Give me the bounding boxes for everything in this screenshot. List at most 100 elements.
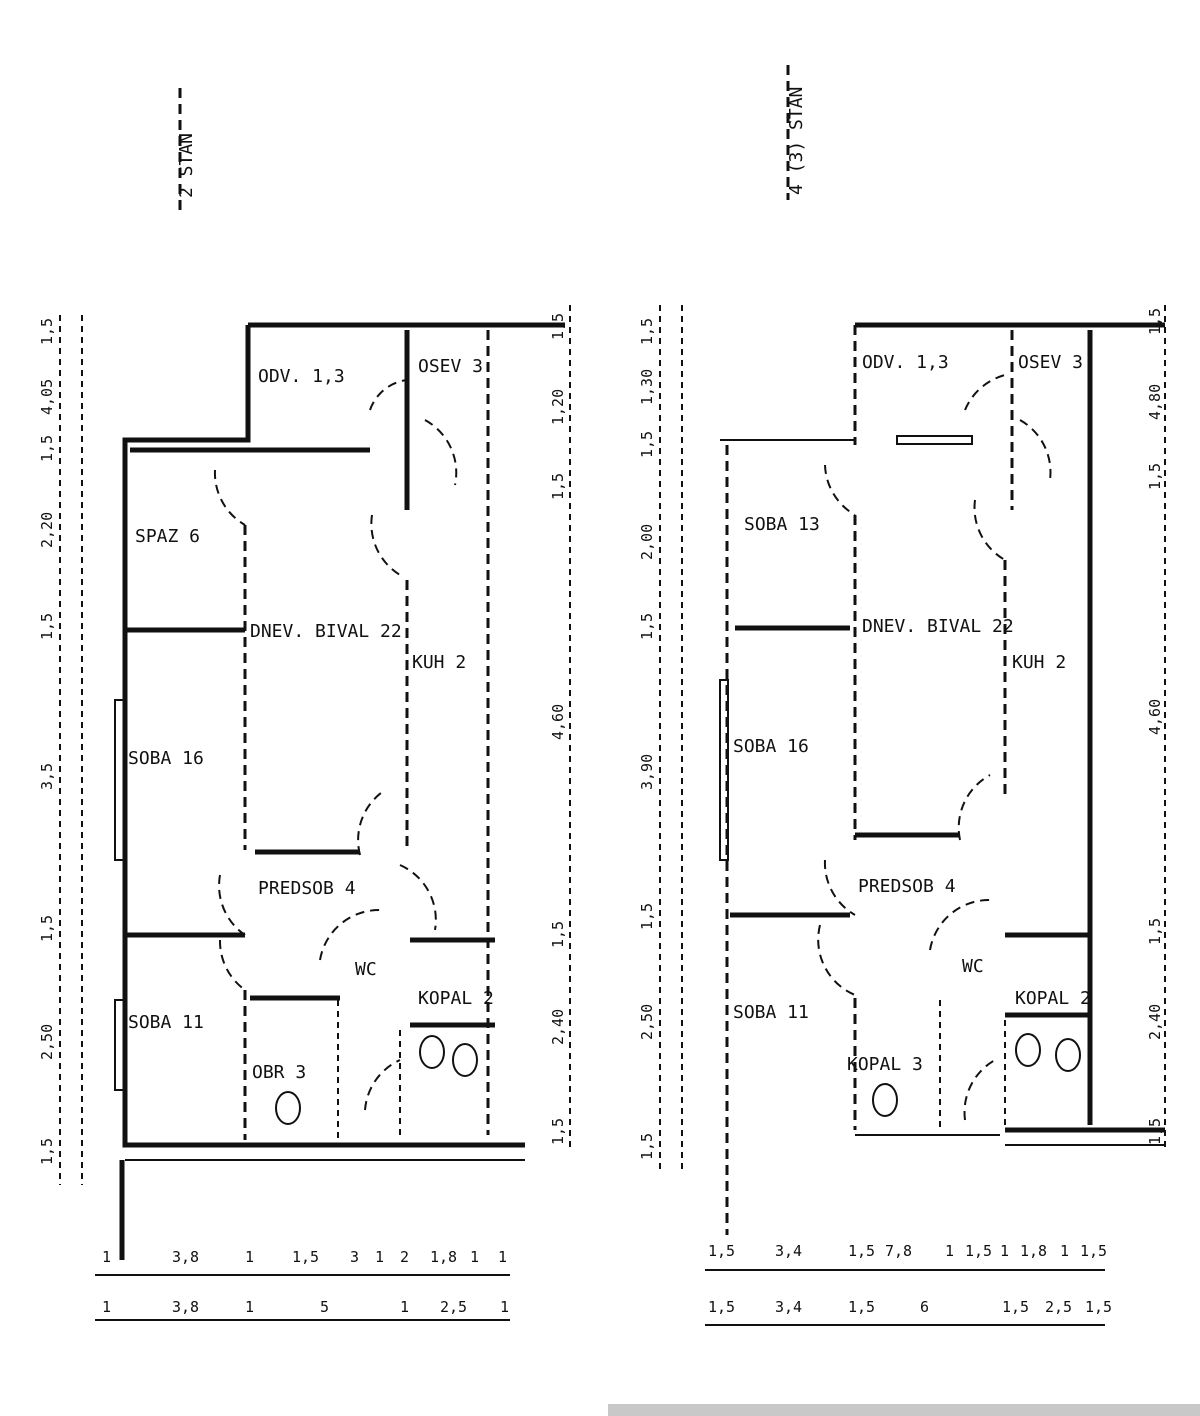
window — [114, 699, 126, 861]
dimension-label: 1,5 — [38, 915, 56, 942]
room-label: PREDSOB 4 — [858, 876, 956, 897]
dims-bottom-2-group: 1 3,8 1 5 1 2,5 1 — [102, 1298, 509, 1316]
dimension-label: 1,5 — [708, 1298, 735, 1316]
scan-edge-bar — [608, 1404, 1200, 1416]
door-swing — [817, 924, 856, 996]
window — [114, 999, 126, 1091]
dimension-label: 1,5 — [848, 1298, 875, 1316]
dimension-label: 3,4 — [775, 1298, 802, 1316]
dimension-label: 1,5 — [38, 318, 56, 345]
dimension-label: 1,8 — [430, 1248, 457, 1266]
dimension-label: 2,40 — [549, 1009, 567, 1045]
sink-icon — [452, 1043, 478, 1077]
north-label-left: 2 STAN — [176, 133, 197, 198]
dims-left-group: 1,5 1,30 1,5 2,00 1,5 3,90 1,5 2,50 1,5 — [638, 318, 656, 1160]
dimension-label: 1,5 — [1080, 1242, 1107, 1260]
door-swing — [973, 499, 1006, 561]
north-label-right: 4 (3) STAN — [786, 87, 807, 195]
dimension-label: 2,5 — [440, 1298, 467, 1316]
dimension-label: 1,5 — [1146, 918, 1164, 945]
dimension-label: 3 — [350, 1248, 359, 1266]
dimension-label: 1 — [102, 1248, 111, 1266]
room-label: PREDSOB 4 — [258, 878, 356, 899]
dimension-label: 1 — [500, 1298, 509, 1316]
dimension-label: 2 — [400, 1248, 409, 1266]
room-label: SOBA 13 — [744, 514, 820, 535]
toilet-icon — [275, 1091, 301, 1125]
dims-bottom-2-group: 1,5 3,4 1,5 6 1,5 2,5 1,5 — [708, 1298, 1112, 1316]
dimension-label: 1,5 — [549, 921, 567, 948]
door-swing — [370, 514, 401, 576]
dimension-label: 1 — [375, 1248, 384, 1266]
door-swing — [823, 859, 856, 916]
sink-icon — [1055, 1038, 1081, 1072]
dimension-label: 1,5 — [638, 613, 656, 640]
dimension-label: 1,5 — [292, 1248, 319, 1266]
dimension-label: 6 — [920, 1298, 929, 1316]
dimension-label: 4,60 — [1146, 699, 1164, 735]
dimension-label: 3,90 — [638, 754, 656, 790]
dimension-label: 2,50 — [38, 1024, 56, 1060]
room-label: DNEV. BIVAL 22 — [862, 616, 1014, 637]
wall — [122, 325, 525, 1148]
room-label: SPAZ 6 — [135, 526, 200, 547]
dimension-label: 1,5 — [708, 1242, 735, 1260]
room-label: DNEV. BIVAL 22 — [250, 621, 402, 642]
door-swing — [319, 908, 381, 961]
sink-icon — [1015, 1033, 1041, 1067]
room-label: KOPAL 3 — [847, 1054, 923, 1075]
dims-left-group: 1,5 4,05 1,5 2,20 1,5 3,5 1,5 2,50 1,5 — [38, 318, 56, 1165]
dimension-label: 1,5 — [38, 1138, 56, 1165]
dimension-label: 4,60 — [549, 704, 567, 740]
dimension-label: 1,5 — [38, 435, 56, 462]
dimension-label: 5 — [320, 1298, 329, 1316]
dimension-label: 1,5 — [549, 313, 567, 340]
dimension-label: 1 — [498, 1248, 507, 1266]
toilet-icon — [872, 1083, 898, 1117]
door-swing — [1019, 419, 1052, 481]
dimension-label: 4,05 — [38, 379, 56, 415]
room-label: SOBA 16 — [733, 736, 809, 757]
window — [896, 435, 973, 445]
room-label: KUH 2 — [1012, 652, 1066, 673]
room-label: SOBA 16 — [128, 748, 204, 769]
dimension-label: 1 — [470, 1248, 479, 1266]
dimension-label: 1,5 — [1146, 1118, 1164, 1145]
room-label: KOPAL 2 — [1015, 988, 1091, 1009]
dims-bottom-1-group: 1,5 3,4 1,5 7,8 1 1,5 1 1,8 1 1,5 — [708, 1242, 1107, 1260]
room-label: OBR 3 — [252, 1062, 306, 1083]
door-swing — [357, 789, 386, 856]
door-swing — [824, 464, 856, 516]
door-swing — [957, 774, 991, 841]
door-swing — [399, 864, 437, 931]
sink-icon — [419, 1035, 445, 1069]
dimension-label: 1,5 — [549, 1118, 567, 1145]
room-label: WC — [962, 956, 984, 977]
room-label: OSEV 3 — [418, 356, 483, 377]
dimension-label: 1,5 — [638, 318, 656, 345]
dimension-label: 1 — [1000, 1242, 1009, 1260]
dimension-label: 2,40 — [1146, 1004, 1164, 1040]
room-label: KUH 2 — [412, 652, 466, 673]
room-label: OSEV 3 — [1018, 352, 1083, 373]
dimension-label: 1,5 — [38, 613, 56, 640]
dims-bottom-1-group: 1 3,8 1 1,5 3 1 2 1,8 1 1 — [102, 1248, 507, 1266]
room-label: ODV. 1,3 — [862, 352, 949, 373]
dimension-label: 1 — [245, 1298, 254, 1316]
dimension-label: 1,8 — [1020, 1242, 1047, 1260]
door-swing — [364, 1059, 401, 1111]
dimension-label: 1,20 — [549, 389, 567, 425]
dimension-label: 1 — [102, 1298, 111, 1316]
dimension-label: 2,00 — [638, 524, 656, 560]
door-swing — [213, 469, 246, 526]
room-label: KOPAL 2 — [418, 988, 494, 1009]
door-swing — [218, 939, 246, 991]
door-swing — [218, 874, 246, 936]
window — [719, 679, 729, 861]
dimension-label: 1 — [1060, 1242, 1069, 1260]
dimension-label: 1,5 — [1146, 463, 1164, 490]
dimension-label: 1,30 — [638, 369, 656, 405]
dimension-label: 1,5 — [638, 903, 656, 930]
dimension-label: 1,5 — [1002, 1298, 1029, 1316]
